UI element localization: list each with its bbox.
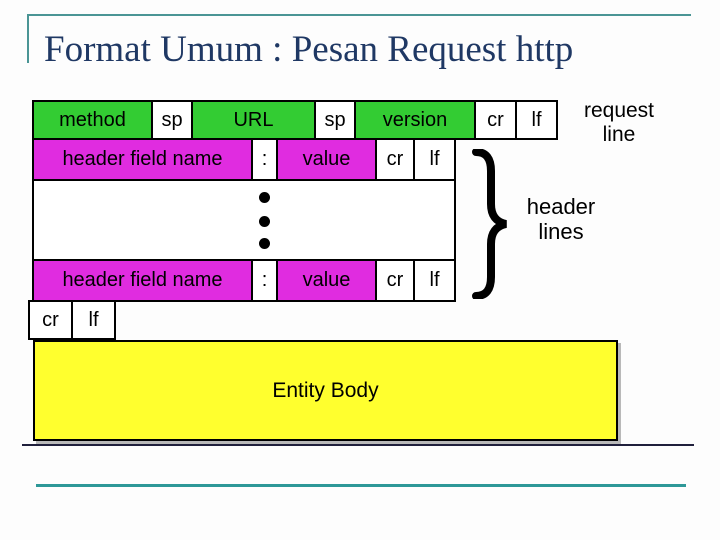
cell-colon-2: : [251, 259, 278, 302]
request-line-label: request line [583, 99, 655, 147]
cell-value-1: value [276, 138, 377, 181]
cell-lf-header-2: lf [413, 259, 456, 302]
title-top-rule [27, 14, 691, 16]
slide-title: Format Umum : Pesan Request http [44, 29, 574, 70]
more-header-lines-box [32, 179, 456, 261]
cell-cr-blank-line: cr [28, 300, 73, 340]
ellipsis-dot [259, 216, 270, 227]
header-lines-brace [472, 149, 508, 299]
cell-lf-header-1: lf [413, 138, 456, 181]
cell-value-2: value [276, 259, 377, 302]
cell-colon-1: : [251, 138, 278, 181]
cell-cr-header-2: cr [375, 259, 415, 302]
cell-sp-2: sp [314, 100, 356, 140]
ellipsis-dot [259, 192, 270, 203]
cell-header-field-name-2: header field name [32, 259, 253, 302]
entity-body-box: Entity Body [33, 340, 618, 441]
cell-cr-header-1: cr [375, 138, 415, 181]
cell-lf-request-line: lf [515, 100, 558, 140]
cell-lf-blank-line: lf [71, 300, 116, 340]
cell-cr-request-line: cr [474, 100, 517, 140]
title-left-rule [27, 14, 29, 63]
cell-sp-1: sp [151, 100, 193, 140]
cell-url: URL [191, 100, 316, 140]
cell-version: version [354, 100, 476, 140]
header-lines-label: header lines [526, 194, 596, 245]
cell-method: method [32, 100, 153, 140]
footer-teal-rule [36, 484, 686, 487]
ellipsis-dot [259, 238, 270, 249]
figure-bottom-rule [22, 444, 694, 446]
cell-header-field-name-1: header field name [32, 138, 253, 181]
